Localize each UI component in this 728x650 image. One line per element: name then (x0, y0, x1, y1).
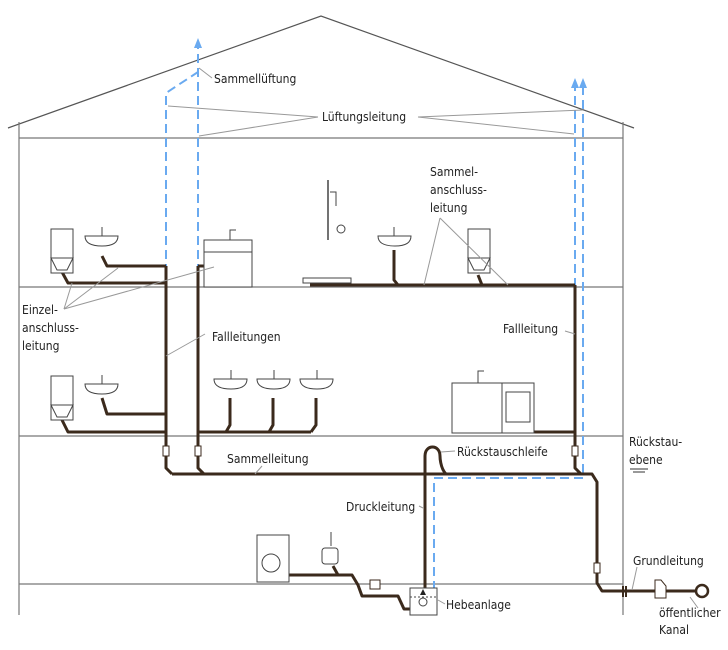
label-fallleitungen: Fallleitungen (212, 330, 281, 344)
floor-drain-icon (321, 532, 339, 565)
label-luftungsleitung: Lüftungsleitung (322, 110, 406, 124)
label-sammelleitung: Sammelleitung (227, 452, 309, 466)
kitchen-icon (451, 370, 535, 434)
inspection-chamber (654, 579, 667, 599)
lifting-station-icon (409, 587, 438, 616)
wc-icon (50, 375, 74, 421)
shower-icon (327, 180, 346, 240)
washbasin-icon (377, 227, 412, 247)
bathtub-icon (302, 277, 352, 284)
label-einzelanschluss-2: anschluss- (22, 321, 79, 335)
label-fallleitung: Fallleitung (503, 322, 558, 336)
kitchen-sink-icon (203, 229, 253, 288)
label-kanal-1: öffentlicher (659, 606, 721, 620)
public-sewer-icon (694, 583, 710, 599)
label-ruckstauschleife: Rückstauschleife (457, 445, 548, 459)
label-einzelanschluss-3: leitung (22, 339, 59, 353)
label-kanal-2: Kanal (659, 623, 689, 637)
fixtures (50, 180, 535, 616)
washbasin-icon (256, 370, 291, 390)
label-einzelanschluss-1: Einzel- (22, 303, 58, 317)
washbasin-icon (213, 370, 248, 390)
waste-pipes (60, 250, 710, 611)
label-ruckstauebene-1: Rückstau- (629, 435, 682, 449)
wc-icon (50, 228, 74, 274)
washbasin-icon (299, 370, 334, 390)
label-sammelluftung: Sammellüftung (214, 72, 296, 86)
house-outline (7, 15, 635, 615)
label-sammelanschluss-2: anschluss- (430, 183, 487, 197)
leader-lines (63, 67, 699, 609)
label-sammelanschluss-1: Sammel- (430, 165, 478, 179)
label-sammelanschluss-3: leitung (430, 201, 467, 215)
backflow-level-symbol (630, 468, 648, 473)
label-ruckstauebene-2: ebene (629, 453, 663, 467)
wc-icon (467, 228, 491, 274)
labels: Sammellüftung Lüftungsleitung Sammel- an… (22, 72, 721, 637)
label-druckleitung: Druckleitung (346, 500, 415, 514)
label-grundleitung: Grundleitung (633, 554, 704, 568)
label-hebeanlage: Hebeanlage (446, 598, 511, 612)
washing-machine-icon (256, 534, 290, 583)
washbasin-icon (84, 227, 119, 247)
washbasin-icon (84, 375, 119, 395)
